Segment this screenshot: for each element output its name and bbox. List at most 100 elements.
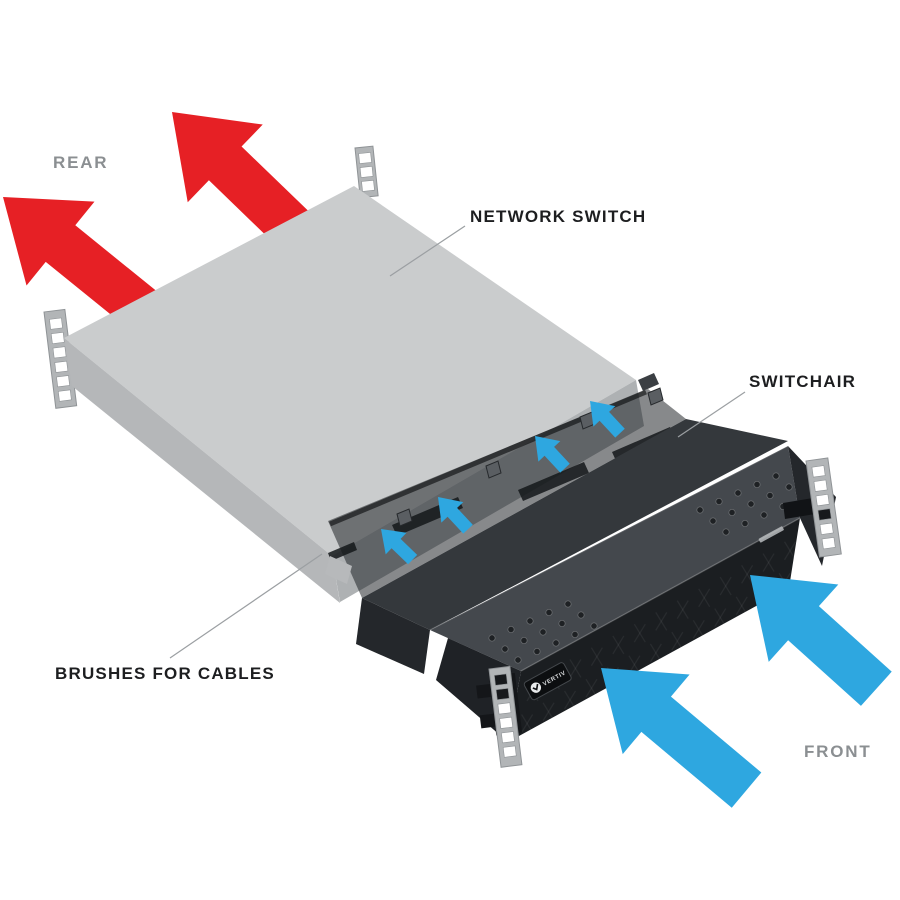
rack-ear-rear-left	[43, 308, 78, 409]
texture-line	[569, 659, 582, 678]
ear-hole	[817, 508, 832, 521]
ear-hole	[493, 673, 508, 686]
front-intake-arrows	[601, 575, 892, 808]
texture-line	[655, 612, 668, 631]
ridge-highlight	[429, 445, 789, 631]
perforation-hole	[709, 517, 717, 525]
ear-hole	[495, 687, 510, 701]
ear-hole	[502, 745, 517, 758]
ear-hole	[821, 537, 836, 550]
ear-hole	[56, 375, 70, 388]
tray-top-face	[362, 419, 788, 630]
texture-line	[671, 631, 684, 651]
tray-clip	[396, 508, 413, 527]
texture-line	[569, 659, 582, 678]
ear-hole	[819, 522, 834, 535]
texture-line	[585, 678, 598, 698]
texture-line	[676, 600, 689, 619]
perforation-hole	[590, 622, 598, 630]
texture-line	[585, 678, 598, 698]
perforation-hole	[734, 489, 742, 497]
perforation-hole	[501, 645, 509, 653]
rack-ear-rear-top	[354, 145, 379, 199]
exhaust-arrow-icon	[3, 197, 164, 334]
label-network-switch: NETWORK SWITCH	[470, 207, 646, 226]
label-brushes-for-cables: BRUSHES FOR CABLES	[55, 664, 275, 683]
perforation-hole	[558, 620, 566, 628]
texture-line	[633, 623, 646, 643]
label-rear: REAR	[53, 153, 108, 172]
ear-hole	[54, 360, 69, 373]
intake-arrow-icon	[601, 668, 762, 808]
tray-left-end-face	[356, 598, 430, 674]
tray-airflow-arrow-icon	[535, 436, 570, 473]
perforation-hole	[564, 600, 572, 608]
texture-line	[741, 564, 754, 584]
texture-line	[563, 690, 577, 710]
texture-line	[633, 623, 646, 643]
perforation-hole	[747, 500, 755, 508]
perforation-hole	[772, 472, 780, 480]
ear-hole	[815, 493, 830, 507]
perforation-hole	[514, 656, 522, 664]
texture-line	[676, 600, 689, 619]
tray-airflow-arrow-icon	[381, 529, 418, 565]
switch-corner-tab	[325, 556, 352, 584]
texture-line	[612, 635, 625, 655]
texture-line	[649, 643, 662, 663]
vertiv-logo-icon	[530, 682, 542, 693]
perforation-hole	[545, 609, 553, 617]
texture-line	[714, 608, 727, 627]
texture-line	[542, 702, 555, 722]
texture-line	[714, 608, 727, 627]
leader-switchair	[677, 391, 746, 438]
texture-line	[735, 596, 748, 616]
perforation-holes	[488, 472, 806, 664]
switch-top-face	[64, 186, 636, 556]
texture-line	[628, 655, 641, 674]
ear-hole	[813, 479, 828, 492]
ear-hole	[811, 465, 826, 478]
texture-line	[692, 620, 705, 639]
texture-line	[590, 647, 603, 667]
texture-line	[762, 553, 775, 572]
front-panel-bevel	[520, 517, 801, 672]
tray-under-switch-band	[328, 389, 686, 598]
ear-hole	[57, 389, 72, 402]
texture-line	[692, 620, 705, 639]
label-front: FRONT	[804, 742, 872, 761]
model-fine-print	[758, 526, 784, 543]
texture-line	[783, 541, 797, 561]
rack-ear-front-right	[805, 457, 842, 558]
perforation-hole	[766, 491, 774, 499]
ear-hole	[501, 731, 515, 744]
ear-hole	[359, 165, 374, 178]
ear-hole	[50, 331, 65, 345]
texture-line	[590, 647, 603, 667]
tray-clip	[647, 387, 664, 406]
texture-line	[563, 690, 577, 710]
texture-line	[655, 612, 668, 631]
texture-line	[698, 588, 711, 608]
texture-line	[649, 643, 662, 663]
perforation-hole	[760, 511, 768, 519]
ear-hole	[49, 317, 63, 330]
leader-network-switch	[389, 225, 466, 277]
perforation-hole	[507, 626, 515, 634]
tray-hook-tab	[638, 373, 659, 391]
tray-airflow-arrow-icon	[590, 401, 625, 438]
perforation-hole	[571, 631, 579, 639]
texture-line	[521, 714, 534, 733]
texture-line	[671, 631, 684, 651]
perforation-hole	[696, 506, 704, 514]
cable-brush-slot	[328, 542, 357, 561]
rear-exhaust-arrows	[3, 112, 311, 334]
perforation-hole	[715, 497, 723, 505]
perforation-hole	[728, 508, 736, 516]
perforation-hole	[577, 611, 585, 619]
texture-line	[719, 576, 732, 596]
perforation-hole	[533, 648, 541, 656]
vendor-badge: VERTIV	[523, 662, 572, 701]
texture-line	[698, 588, 711, 608]
